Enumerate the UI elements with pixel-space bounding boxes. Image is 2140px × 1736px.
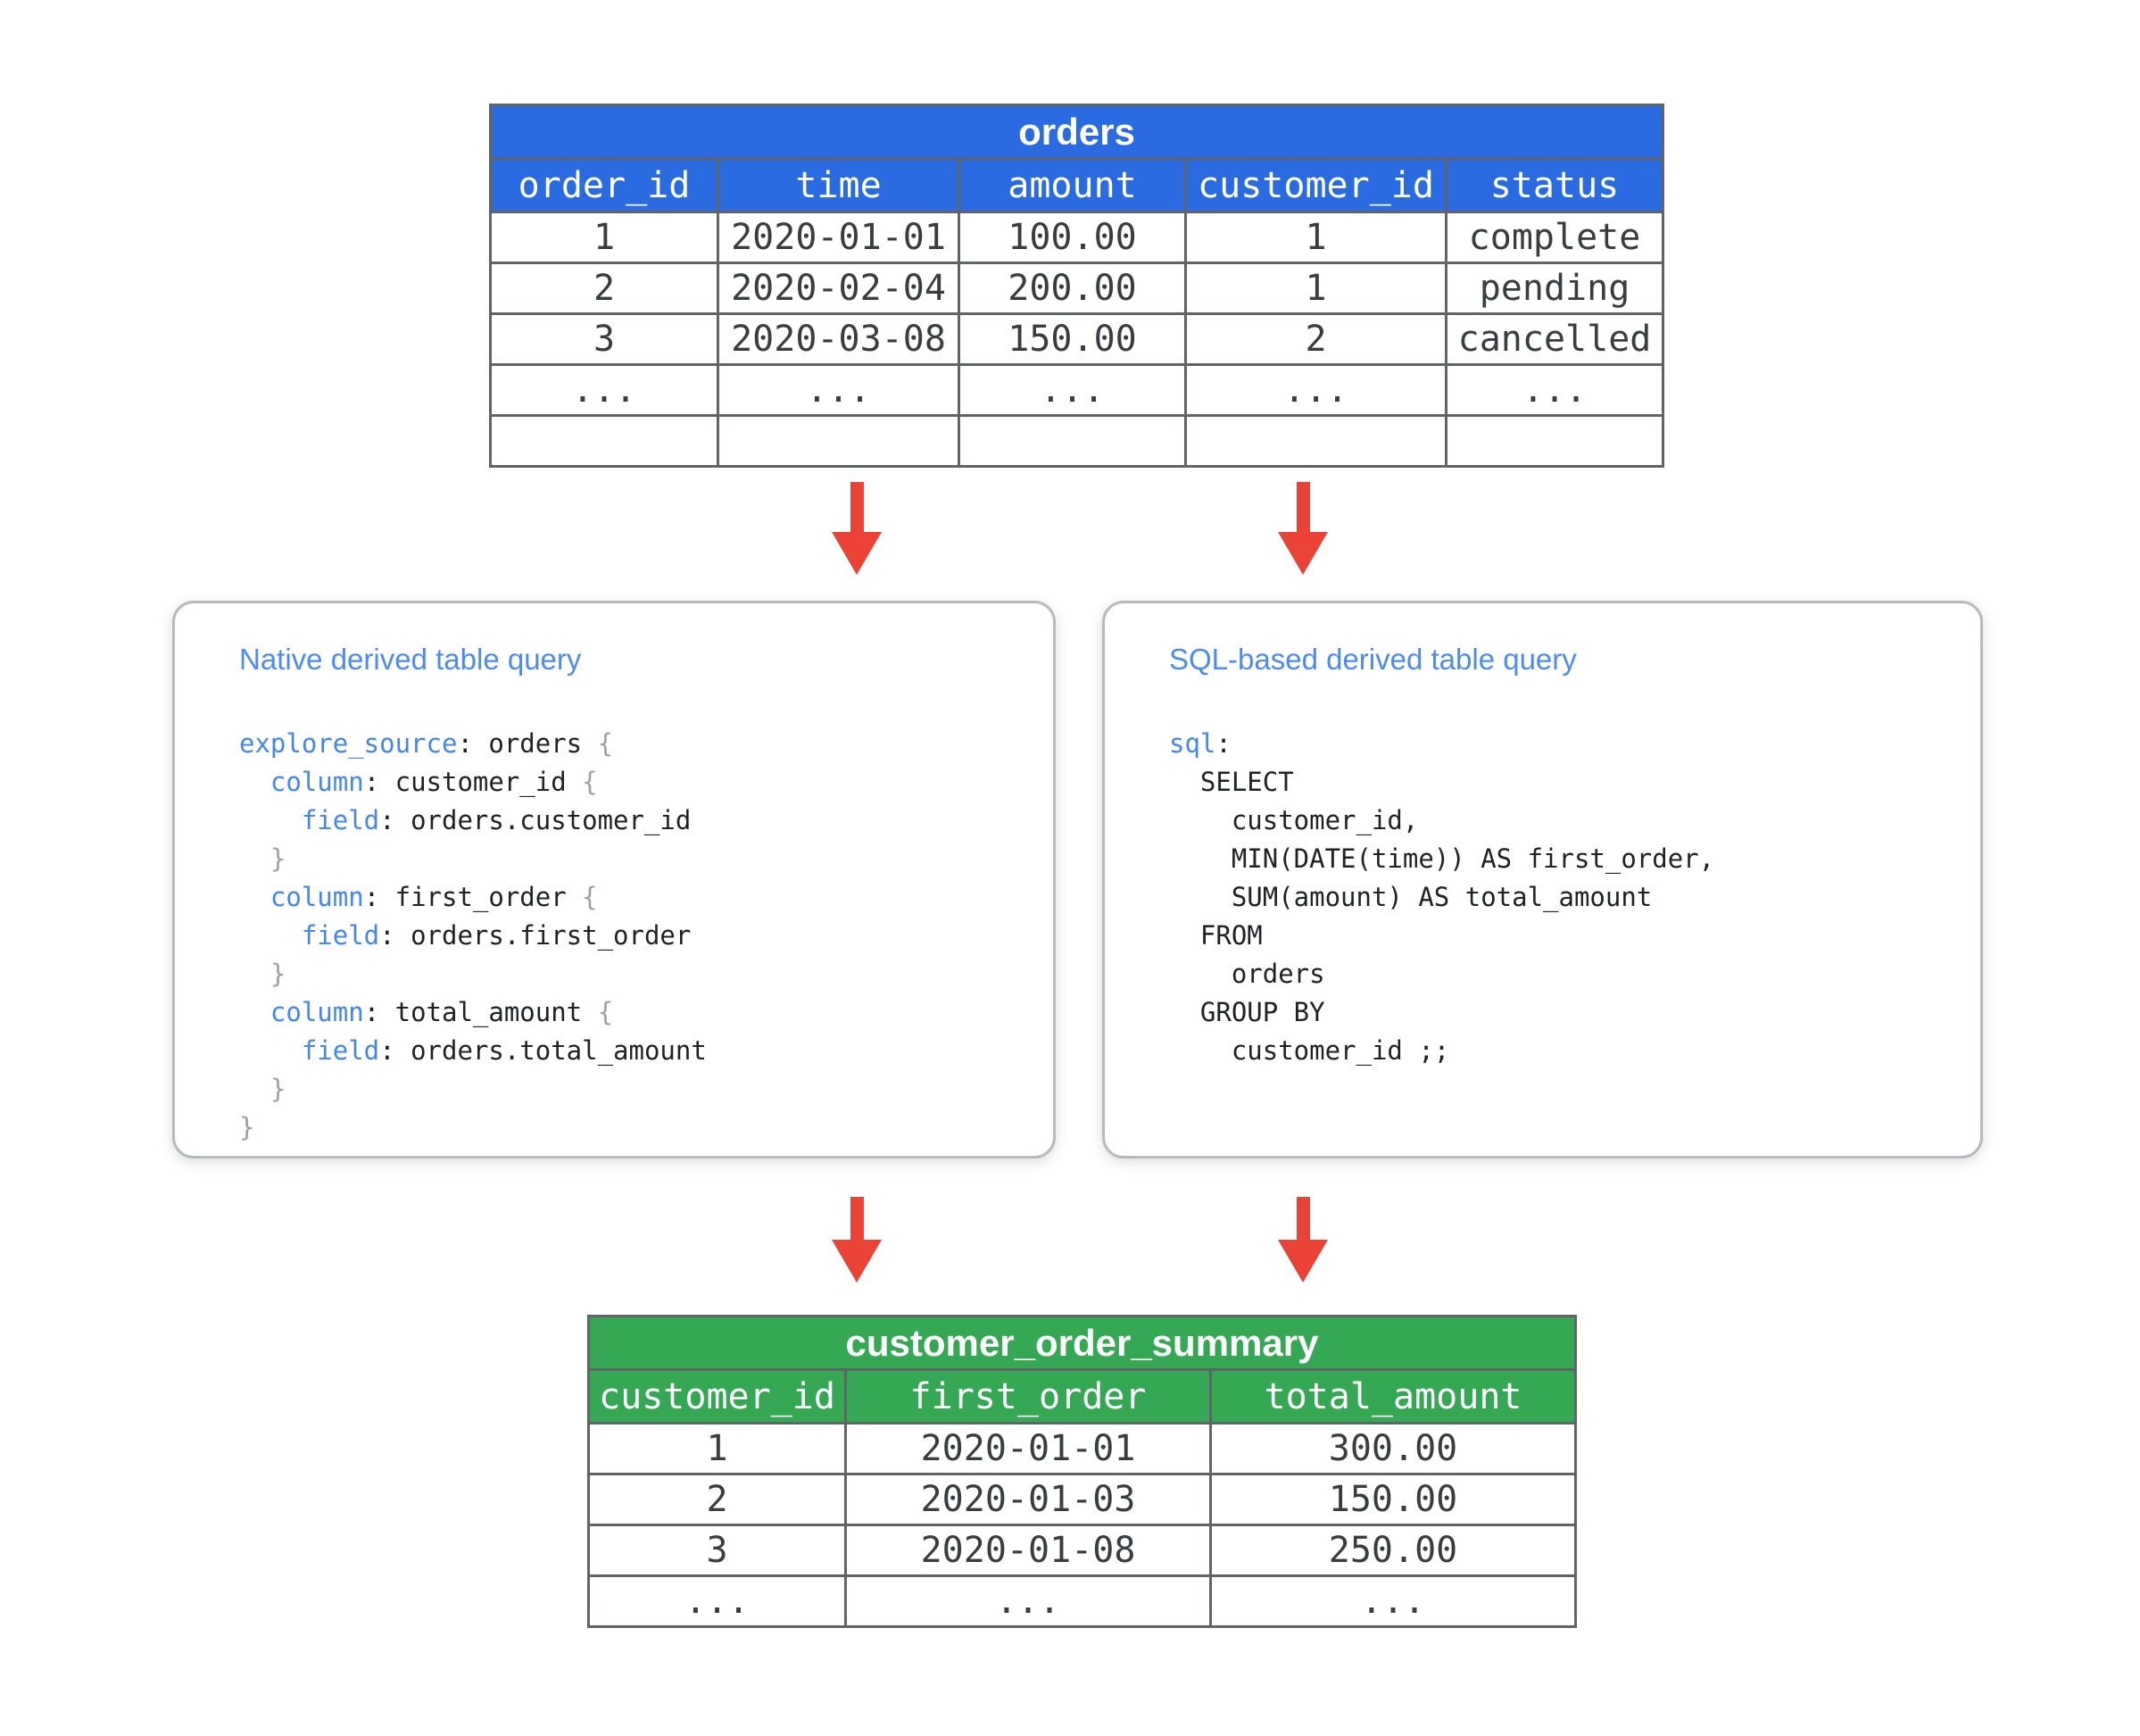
table-cell: ... bbox=[489, 363, 719, 417]
table-cell: 100.00 bbox=[958, 211, 1187, 264]
code-line: FROM bbox=[1169, 920, 1263, 951]
table-cell: 300.00 bbox=[1209, 1422, 1577, 1475]
table-cell: ... bbox=[844, 1574, 1212, 1628]
table-cell: complete bbox=[1445, 211, 1664, 264]
arrow-head bbox=[1278, 532, 1328, 575]
table-cell: 3 bbox=[489, 312, 719, 366]
native-box-title: Native derived table query bbox=[239, 643, 582, 676]
arrow-shaft bbox=[1296, 1197, 1310, 1240]
code-line: customer_id, bbox=[1169, 805, 1419, 835]
table-cell: 2020-01-03 bbox=[844, 1473, 1212, 1526]
sql-derived-table-box: SQL-based derived table query sql: SELEC… bbox=[1102, 601, 1983, 1159]
table-cell: 2020-03-08 bbox=[717, 312, 960, 366]
table-cell: 150.00 bbox=[1209, 1473, 1577, 1526]
code-line: orders bbox=[1169, 959, 1325, 989]
flow-arrow-down-icon bbox=[832, 1197, 882, 1283]
code-line: explore_source: orders { bbox=[239, 728, 614, 759]
table-cell: 1 bbox=[489, 211, 719, 264]
table-cell: 2 bbox=[489, 262, 719, 315]
column-header: order_id bbox=[489, 157, 719, 213]
table-cell: 1 bbox=[587, 1422, 847, 1475]
orders-truncated-row bbox=[489, 414, 1664, 468]
table-cell: ... bbox=[1184, 363, 1447, 417]
flow-arrow-down-icon bbox=[1278, 482, 1328, 575]
code-line: } bbox=[239, 1112, 255, 1142]
arrow-shaft bbox=[1296, 482, 1310, 532]
arrow-head bbox=[1278, 1240, 1328, 1283]
lookml-code-block: explore_source: orders { column: custome… bbox=[239, 725, 707, 1147]
table-cell: 2 bbox=[587, 1473, 847, 1526]
column-header: customer_id bbox=[1184, 157, 1447, 213]
table-cell: cancelled bbox=[1445, 312, 1664, 366]
table-cell: pending bbox=[1445, 262, 1664, 315]
code-line: column: total_amount { bbox=[270, 997, 614, 1027]
table-cell: ... bbox=[587, 1574, 847, 1628]
table-cell: 150.00 bbox=[958, 312, 1187, 366]
column-header: status bbox=[1445, 157, 1664, 213]
column-header: first_order bbox=[844, 1368, 1212, 1425]
code-line: GROUP BY bbox=[1169, 997, 1325, 1027]
table-row: ......... bbox=[587, 1574, 1577, 1628]
code-line: column: first_order { bbox=[270, 882, 598, 912]
table-cell: 2020-01-01 bbox=[844, 1422, 1212, 1475]
code-line: } bbox=[270, 959, 286, 989]
flow-arrow-down-icon bbox=[832, 482, 882, 575]
sql-code-block: sql: SELECT customer_id, MIN(DATE(time))… bbox=[1169, 725, 1714, 1070]
code-line: } bbox=[270, 1074, 286, 1104]
native-derived-table-box: Native derived table query explore_sourc… bbox=[172, 601, 1056, 1159]
table-cell: 3 bbox=[587, 1524, 847, 1577]
column-header: customer_id bbox=[587, 1368, 847, 1425]
table-cell: 2 bbox=[1184, 312, 1447, 366]
table-cell: 2020-01-01 bbox=[717, 211, 960, 264]
column-header: amount bbox=[958, 157, 1187, 213]
flow-arrow-down-icon bbox=[1278, 1197, 1328, 1283]
table-cell: 2020-02-04 bbox=[717, 262, 960, 315]
table-cell: 2020-01-08 bbox=[844, 1524, 1212, 1577]
table-cell: 250.00 bbox=[1209, 1524, 1577, 1577]
sql-box-title: SQL-based derived table query bbox=[1169, 643, 1577, 676]
table-cell: ... bbox=[958, 363, 1187, 417]
code-line: field: orders.first_order bbox=[301, 920, 692, 951]
arrow-head bbox=[832, 532, 882, 575]
code-line: column: customer_id { bbox=[270, 767, 598, 797]
summary-title-row: customer_order_summary bbox=[587, 1315, 1577, 1371]
code-line: sql: bbox=[1169, 728, 1232, 759]
table-row: ............... bbox=[489, 363, 1664, 417]
orders-title-row: orders bbox=[489, 104, 1664, 160]
summary-table-title: customer_order_summary bbox=[587, 1315, 1577, 1371]
table-cell: ... bbox=[717, 363, 960, 417]
code-line: field: orders.customer_id bbox=[301, 805, 692, 835]
code-line: field: orders.total_amount bbox=[301, 1035, 707, 1066]
table-cell: ... bbox=[1445, 363, 1664, 417]
table-cell: 1 bbox=[1184, 262, 1447, 315]
code-line: MIN(DATE(time)) AS first_order, bbox=[1169, 843, 1715, 874]
table-cell: ... bbox=[1209, 1574, 1577, 1628]
code-line: customer_id ;; bbox=[1169, 1035, 1450, 1066]
orders-table-title: orders bbox=[489, 104, 1664, 160]
column-header: time bbox=[717, 157, 960, 213]
arrow-shaft bbox=[850, 1197, 864, 1240]
code-line: SUM(amount) AS total_amount bbox=[1169, 882, 1653, 912]
column-header: total_amount bbox=[1209, 1368, 1577, 1425]
table-cell: 1 bbox=[1184, 211, 1447, 264]
code-line: } bbox=[270, 843, 286, 874]
code-line: SELECT bbox=[1169, 767, 1294, 797]
table-cell: 200.00 bbox=[958, 262, 1187, 315]
arrow-head bbox=[832, 1240, 882, 1283]
arrow-shaft bbox=[850, 482, 864, 532]
